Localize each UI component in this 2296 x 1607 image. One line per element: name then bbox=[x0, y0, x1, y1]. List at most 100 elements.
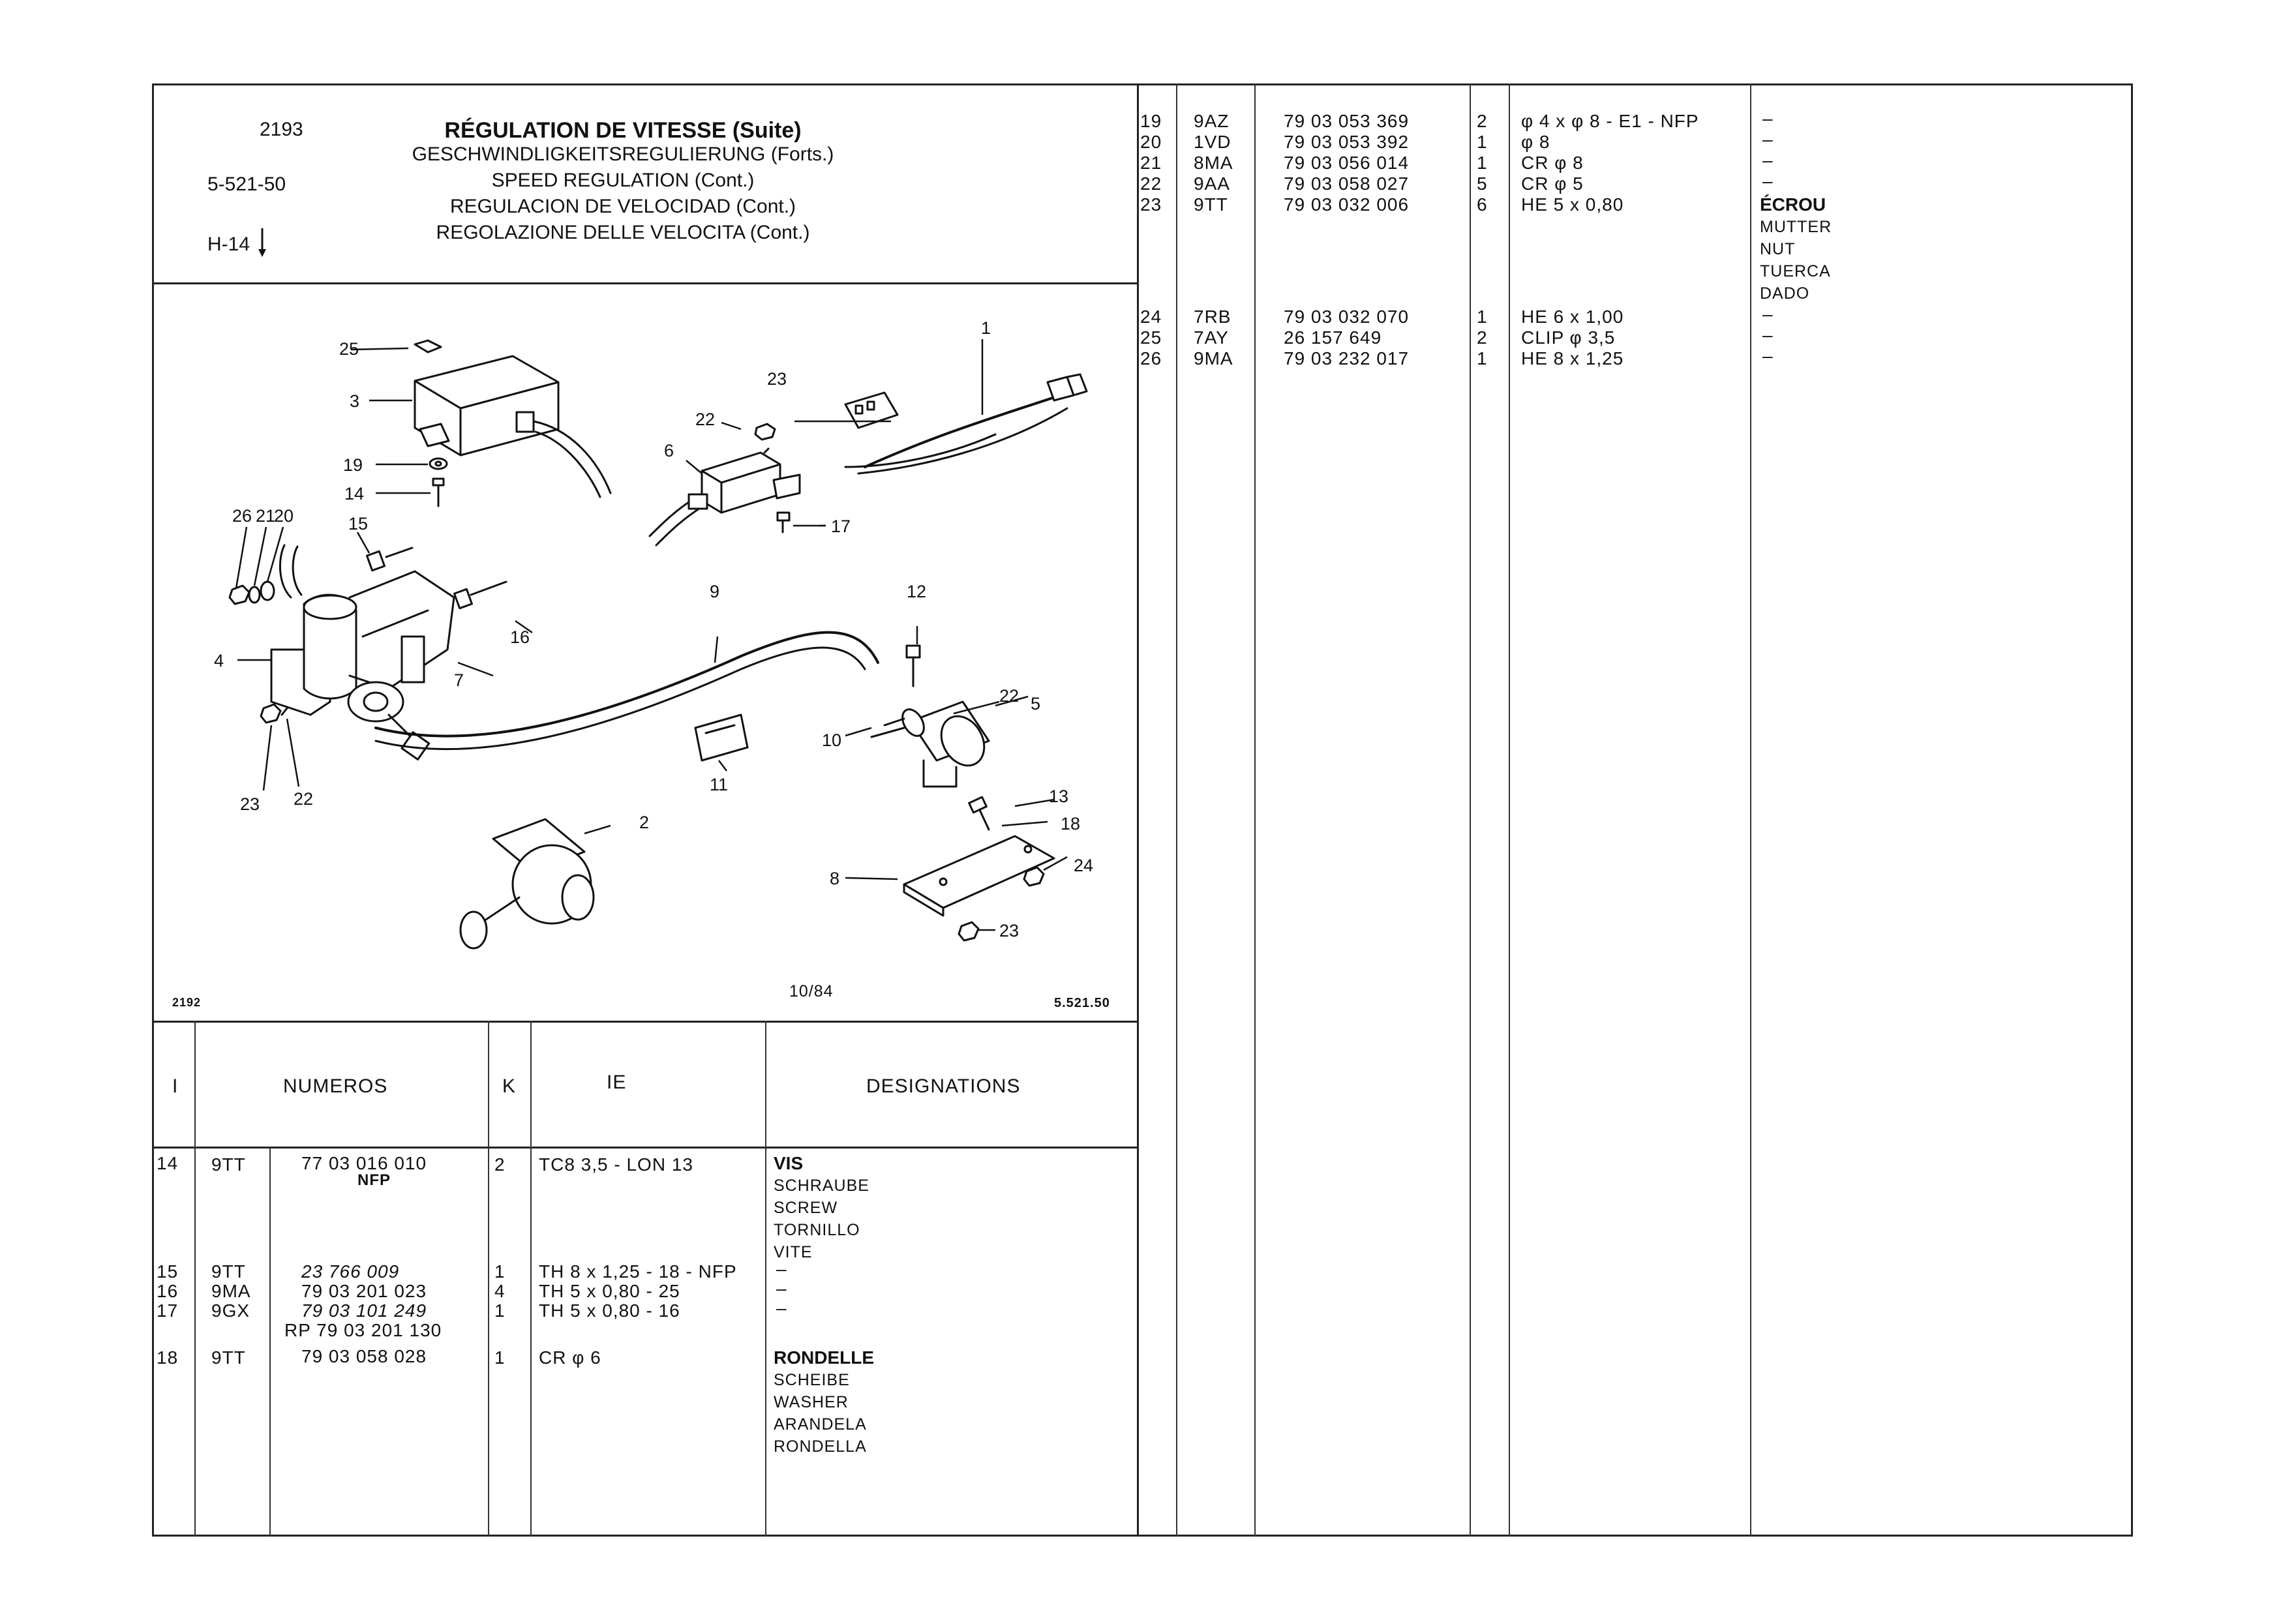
left-panel-border bbox=[1137, 83, 1139, 1537]
row-spec: HE 8 x 1,25 bbox=[1521, 348, 1624, 368]
row-qty: 1 bbox=[1477, 348, 1488, 368]
col-line bbox=[194, 1021, 196, 1537]
row-spec: TC8 3,5 - LON 13 bbox=[539, 1154, 693, 1175]
row-designation-de: SCHEIBE bbox=[774, 1371, 850, 1389]
col-header-numeros: NUMEROS bbox=[283, 1075, 388, 1097]
row-code: 9MA bbox=[211, 1281, 251, 1301]
col-header-designations: DESIGNATIONS bbox=[866, 1075, 1021, 1097]
row-code: 9TT bbox=[211, 1261, 246, 1282]
row-designation-it: DADO bbox=[1760, 284, 1810, 303]
row-index: 20 bbox=[1140, 132, 1162, 152]
row-index: 19 bbox=[1140, 111, 1162, 131]
row-index: 26 bbox=[1140, 348, 1162, 368]
row-qty: 1 bbox=[494, 1347, 506, 1368]
callout-24: 24 bbox=[1074, 856, 1093, 875]
row-part-number: 79 03 201 023 bbox=[301, 1281, 427, 1301]
row-designation-en: SCREW bbox=[774, 1199, 838, 1217]
row-part-number: 79 03 032 006 bbox=[1284, 194, 1410, 215]
col-line bbox=[269, 1147, 271, 1537]
row-spec: CR φ 8 bbox=[1521, 153, 1584, 173]
callout-25: 25 bbox=[339, 339, 359, 359]
col-header-ie: IE bbox=[607, 1072, 627, 1093]
callout-16: 16 bbox=[510, 627, 530, 647]
callout-1: 1 bbox=[981, 318, 991, 338]
row-spec: φ 4 x φ 8 - E1 - NFP bbox=[1521, 111, 1699, 131]
mounting-plate-part bbox=[903, 835, 1055, 917]
row-designation: ÉCROU bbox=[1760, 194, 1826, 215]
callout-15: 15 bbox=[348, 514, 368, 533]
row-designation-it: VITE bbox=[774, 1243, 813, 1261]
row-index: 15 bbox=[157, 1261, 179, 1282]
row-part-number: 77 03 016 010 bbox=[301, 1153, 427, 1173]
row-index: 17 bbox=[157, 1300, 179, 1321]
col-line bbox=[1750, 83, 1751, 1537]
row-designation-es: TUERCA bbox=[1760, 262, 1831, 280]
callout-22-right: 22 bbox=[999, 686, 1019, 706]
row-part-number: 79 03 056 014 bbox=[1284, 153, 1410, 173]
row-code: 9TT bbox=[211, 1154, 246, 1175]
row-part-number: 23 766 009 bbox=[301, 1261, 400, 1282]
row-part-number: 79 03 058 027 bbox=[1284, 173, 1410, 194]
callout-10: 10 bbox=[822, 730, 841, 750]
callout-8: 8 bbox=[830, 869, 839, 888]
row-index: 14 bbox=[157, 1153, 179, 1173]
row-part-number: 79 03 032 070 bbox=[1284, 307, 1410, 327]
title-en: SPEED REGULATION (Cont.) bbox=[491, 170, 755, 191]
diagram-separator bbox=[152, 1021, 1138, 1023]
row-designation: – bbox=[1762, 171, 1773, 191]
section-label: H-14 bbox=[207, 233, 250, 255]
row-index: 23 bbox=[1140, 194, 1162, 215]
col-line bbox=[488, 1021, 489, 1537]
col-header-k: K bbox=[502, 1075, 517, 1097]
row-designation: – bbox=[1762, 150, 1773, 170]
callout-26: 26 bbox=[232, 506, 252, 526]
row-spec: CR φ 5 bbox=[1521, 173, 1584, 194]
title-it: REGOLAZIONE DELLE VELOCITA (Cont.) bbox=[436, 222, 810, 243]
col-line bbox=[765, 1021, 766, 1537]
callout-13: 13 bbox=[1049, 787, 1068, 806]
row-designation: – bbox=[1762, 108, 1773, 128]
row-code: 9GX bbox=[211, 1300, 250, 1321]
diagram-footer-right: 5.521.50 bbox=[1054, 996, 1110, 1010]
row-designation: – bbox=[1762, 304, 1773, 324]
row-designation-de: SCHRAUBE bbox=[774, 1177, 869, 1195]
row-designation-es: TORNILLO bbox=[774, 1221, 860, 1239]
row-designation: – bbox=[1762, 129, 1773, 149]
row-part-number: 79 03 058 028 bbox=[301, 1346, 427, 1366]
section-code: H-14 bbox=[207, 228, 267, 257]
row-spec: CLIP φ 3,5 bbox=[1521, 327, 1616, 348]
row-designation: – bbox=[776, 1259, 787, 1279]
row-qty: 1 bbox=[494, 1261, 506, 1282]
callout-3: 3 bbox=[350, 391, 359, 411]
row-designation: VIS bbox=[774, 1153, 804, 1173]
callout-23-left: 23 bbox=[240, 794, 260, 814]
row-qty: 1 bbox=[1477, 307, 1488, 327]
control-box-part bbox=[414, 339, 612, 498]
callout-9: 9 bbox=[710, 582, 719, 601]
row-index: 25 bbox=[1140, 327, 1162, 348]
callout-23: 23 bbox=[767, 369, 787, 389]
callout-14: 14 bbox=[344, 484, 364, 503]
row-index: 16 bbox=[157, 1281, 179, 1301]
row-designation: – bbox=[776, 1298, 787, 1318]
row-spec: TH 5 x 0,80 - 16 bbox=[539, 1300, 680, 1321]
exploded-parts-diagram: 1 2 3 4 5 6 7 8 9 10 11 12 13 14 15 16 1… bbox=[214, 318, 1093, 950]
row-index: 18 bbox=[157, 1347, 179, 1368]
header-separator bbox=[152, 282, 1138, 284]
row-part-replacement: RP 79 03 201 130 bbox=[284, 1320, 442, 1340]
row-spec: HE 6 x 1,00 bbox=[1521, 307, 1624, 327]
colhead-separator bbox=[152, 1147, 1138, 1149]
actuator-assembly-part bbox=[270, 544, 455, 760]
row-qty: 1 bbox=[1477, 153, 1488, 173]
row-code: 9TT bbox=[211, 1347, 246, 1368]
row-code: 8MA bbox=[1194, 153, 1233, 173]
row-code: 9AA bbox=[1194, 173, 1230, 194]
row-part-number: 79 03 232 017 bbox=[1284, 348, 1410, 368]
row-qty: 5 bbox=[1477, 173, 1488, 194]
row-code: 1VD bbox=[1194, 132, 1231, 152]
ref-code: 5-521-50 bbox=[207, 173, 286, 195]
col-line bbox=[1509, 83, 1510, 1537]
callout-6: 6 bbox=[664, 441, 674, 460]
row-part-number: 79 03 053 392 bbox=[1284, 132, 1410, 152]
row-code: 7RB bbox=[1194, 307, 1231, 327]
